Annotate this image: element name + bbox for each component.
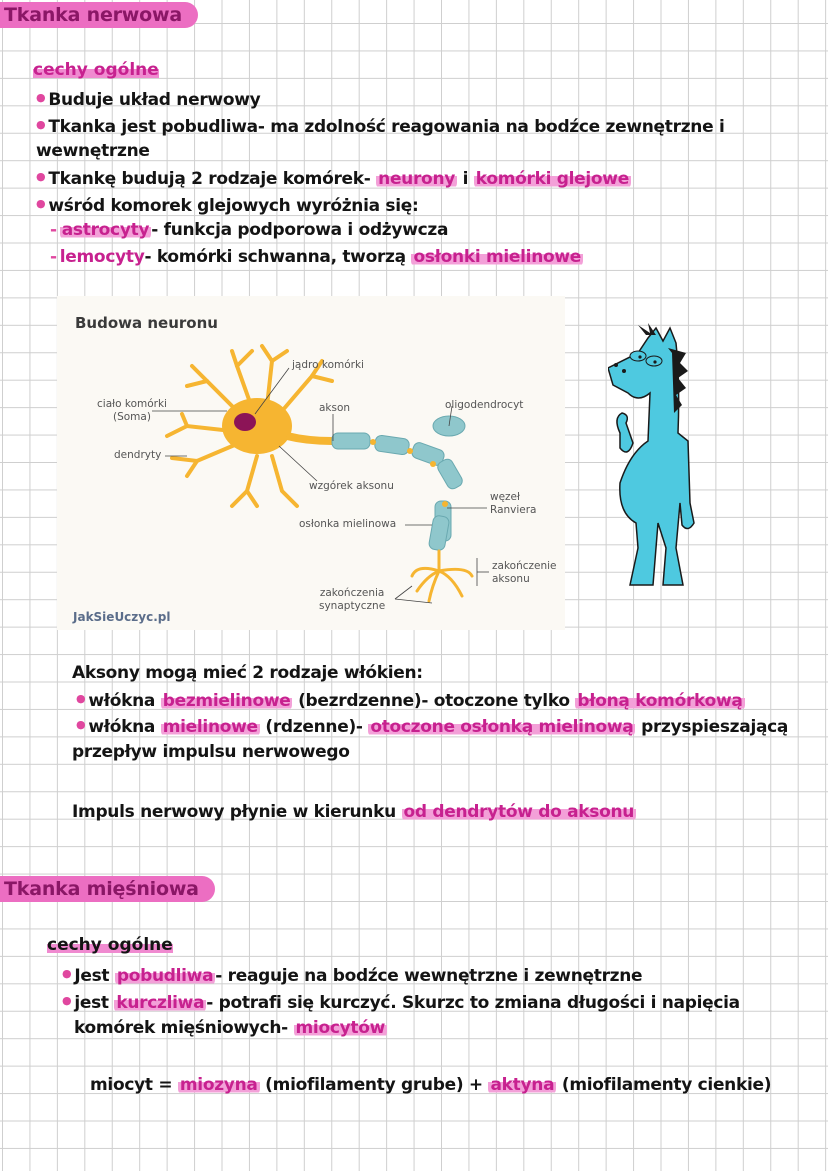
label-text: zakończenie	[492, 560, 557, 572]
fiber-text: (rdzenne)-	[259, 717, 369, 737]
label-text: synaptyczne	[319, 600, 386, 612]
bullet-dot-icon: ●	[36, 197, 46, 210]
bullet-dot-icon: ●	[62, 994, 72, 1007]
bullet-text: Tkanka jest pobudliwa- ma zdolność reago…	[48, 117, 725, 137]
bullet-text: - potrafi się kurczyć. Skurzc to zmiana …	[206, 993, 740, 1013]
bullet-text: - reaguje na bodźce wewnętrzne i zewnętr…	[215, 966, 643, 986]
bullet-dot-icon: ●	[36, 118, 46, 131]
highlight-excitable: pobudliwa	[114, 966, 216, 986]
bullet-dot-icon: ●	[36, 170, 46, 183]
bullet-item: ●Tkanka jest pobudliwa- ma zdolność reag…	[36, 112, 725, 140]
muscle-bullet-excitable: ●Jest pobudliwa- reaguje na bodźce wewnę…	[62, 961, 643, 989]
label-axon: akson	[319, 402, 351, 414]
dash-icon: -	[50, 247, 57, 267]
label-cell-body: ciało komórki(Soma)	[97, 398, 167, 424]
label-text: aksonu	[492, 573, 530, 585]
label-oligodendrocyte: oligodendrocyt	[445, 399, 524, 411]
label-myelin-sheath: osłonka mielinowa	[299, 518, 397, 530]
fiber-item-unmyelinated: ●włókna bezmielinowe (bezrdzenne)- otocz…	[76, 686, 745, 714]
label-dendrites: dendryty	[114, 449, 162, 461]
label-text: Ranviera	[490, 504, 537, 516]
bullet-dot-icon: ●	[36, 91, 46, 104]
label-text: zakończenia	[319, 587, 385, 599]
neuron-structure-figure: Budowa neuronu	[57, 296, 565, 630]
bullet-item: ●Buduje układ nerwowy	[36, 85, 261, 113]
highlight-myocytes: miocytów	[293, 1018, 387, 1038]
subheading-text: cechy ogólne	[33, 60, 159, 80]
fiber-text: (bezrdzenne)- otoczone tylko	[292, 691, 576, 711]
bullet-item: ●Tkankę budują 2 rodzaje komórek- neuron…	[36, 164, 631, 192]
bullet-dot-icon: ●	[76, 692, 86, 705]
impulse-text: Impuls nerwowy płynie w kierunku	[72, 802, 402, 822]
highlight-myosin: miozyna	[177, 1075, 260, 1095]
formula-text: (miofilamenty grube) +	[259, 1075, 489, 1095]
highlight-myelin-covered: otoczone osłonką mielinową	[368, 717, 636, 737]
highlight-glial-cells: komórki glejowe	[473, 169, 631, 189]
label-text: (Soma)	[113, 411, 151, 423]
highlight-unmyelinated: bezmielinowe	[160, 691, 293, 711]
horse-drawing-icon	[608, 323, 695, 586]
subheading-general-features: cechy ogólne	[47, 935, 173, 955]
fiber-text: włókna	[88, 691, 161, 711]
label-text: węzeł	[490, 491, 521, 503]
highlight-astrocytes: astrocyty	[59, 220, 152, 240]
label-axon-hillock: wzgórek aksonu	[309, 480, 394, 492]
label-nucleus: jądro komórki	[292, 359, 364, 371]
section-heading-nervous-tissue: Tkanka nerwowa	[0, 2, 198, 28]
myocyte-formula: miocyt = miozyna (miofilamenty grube) + …	[90, 1072, 772, 1098]
bullet-text: wśród komorek glejowych wyróżnia się:	[48, 196, 419, 216]
highlight-neurons: neurony	[376, 169, 458, 189]
figure-credit: JakSieUczyc.pl	[73, 610, 171, 624]
bullet-text: i	[457, 169, 474, 189]
bullet-text: jest	[74, 993, 115, 1013]
highlight-contractile: kurczliwa	[114, 993, 207, 1013]
formula-text: (miofilamenty cienkie)	[556, 1075, 772, 1095]
highlight-impulse-direction: od dendrytów do aksonu	[401, 802, 637, 822]
highlight-myelin-sheaths: osłonki mielinowe	[411, 247, 584, 267]
bullet-text: Buduje układ nerwowy	[48, 90, 261, 110]
bullet-continuation: wewnętrzne	[36, 141, 150, 161]
neuron-diagram-icon	[152, 344, 489, 604]
glial-item-lemocytes: -lemocyty- komórki schwanna, tworzą osło…	[50, 244, 584, 270]
bullet-dot-icon: ●	[62, 967, 72, 980]
dash-icon: -	[50, 220, 57, 240]
bullet-text: Tkankę budują 2 rodzaje komórek-	[48, 169, 377, 189]
muscle-bullet-contractile: ●jest kurczliwa- potrafi się kurczyć. Sk…	[62, 988, 740, 1016]
glial-text: - komórki schwanna, tworzą	[144, 247, 412, 267]
formula-text: miocyt =	[90, 1075, 178, 1095]
bullet-text: komórek mięśniowych-	[74, 1018, 294, 1038]
highlight-actin: aktyna	[488, 1075, 557, 1095]
fiber-text: przyspieszającą	[635, 717, 789, 737]
bullet-item: ●wśród komorek glejowych wyróżnia się:	[36, 191, 419, 219]
axon-fibers-intro: Aksony mogą mieć 2 rodzaje włókien:	[72, 663, 423, 683]
highlight-cell-membrane: błoną komórkową	[575, 691, 745, 711]
muscle-bullet-continuation: komórek mięśniowych- miocytów	[74, 1015, 387, 1041]
figure-title: Budowa neuronu	[75, 314, 218, 332]
highlight-myelinated: mielinowe	[160, 717, 260, 737]
fiber-continuation: przepływ impulsu nerwowego	[72, 742, 350, 762]
fiber-text: włókna	[88, 717, 161, 737]
subheading-text: cechy ogólne	[47, 935, 173, 955]
subheading-general-features: cechy ogólne	[33, 60, 159, 80]
bullet-dot-icon: ●	[76, 718, 86, 731]
impulse-direction: Impuls nerwowy płynie w kierunku od dend…	[72, 799, 637, 825]
fiber-item-myelinated: ●włókna mielinowe (rdzenne)- otoczone os…	[76, 712, 788, 740]
section-heading-muscle-tissue: Tkanka mięśniowa	[0, 876, 215, 902]
glial-text: - funkcja podporowa i odżywcza	[151, 220, 449, 240]
lemocytes-term: lemocyty	[59, 247, 145, 267]
bullet-text: Jest	[74, 966, 115, 986]
glial-item-astrocytes: -astrocyty- funkcja podporowa i odżywcza	[50, 217, 448, 243]
label-text: ciało komórki	[97, 398, 167, 410]
